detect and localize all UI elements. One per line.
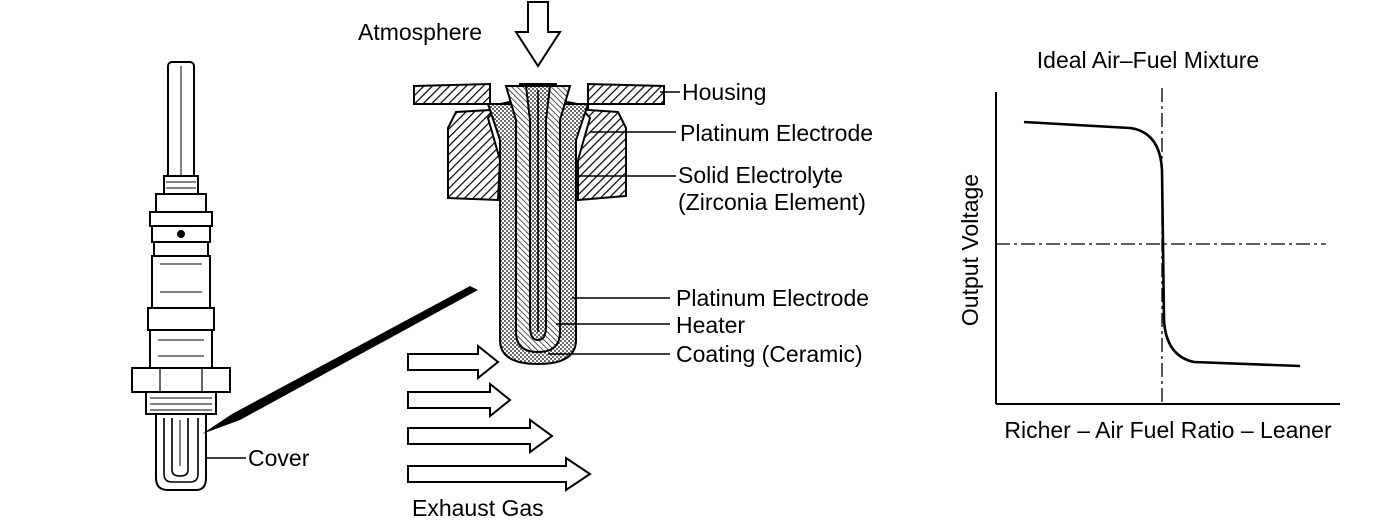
voltage-curve — [1023, 120, 1301, 368]
exhaust-arrow-2 — [407, 381, 512, 419]
solid-electrolyte-label: Solid Electrolyte — [678, 162, 843, 188]
chart-title: Ideal Air–Fuel Mixture — [1037, 47, 1259, 73]
platinum-electrode-inner-label: Platinum Electrode — [676, 285, 869, 311]
y-axis-label: Output Voltage — [957, 174, 983, 326]
pointer-arrow — [202, 286, 478, 434]
housing-label: Housing — [682, 79, 766, 105]
oxygen-sensor-assembly — [131, 61, 231, 491]
x-axis-label: Richer – Air Fuel Ratio – Leaner — [1004, 417, 1332, 443]
atmosphere-arrow — [514, 1, 562, 68]
atmosphere-label: Atmosphere — [358, 19, 482, 45]
exhaust-arrow-3 — [407, 418, 554, 454]
heater-label: Heater — [676, 312, 745, 338]
exhaust-gas-label: Exhaust Gas — [412, 495, 544, 521]
callout-lines — [548, 91, 680, 355]
zirconia-element-label: (Zirconia Element) — [678, 189, 866, 215]
exhaust-arrow-1 — [407, 343, 500, 381]
exhaust-arrows — [407, 343, 592, 492]
cover-label: Cover — [248, 445, 310, 471]
coating-label: Coating (Ceramic) — [676, 341, 863, 367]
output-voltage-chart: Ideal Air–Fuel Mixture Output Voltage Ri… — [957, 47, 1340, 443]
exhaust-arrow-4 — [407, 456, 592, 492]
platinum-electrode-outer-label: Platinum Electrode — [680, 120, 873, 146]
